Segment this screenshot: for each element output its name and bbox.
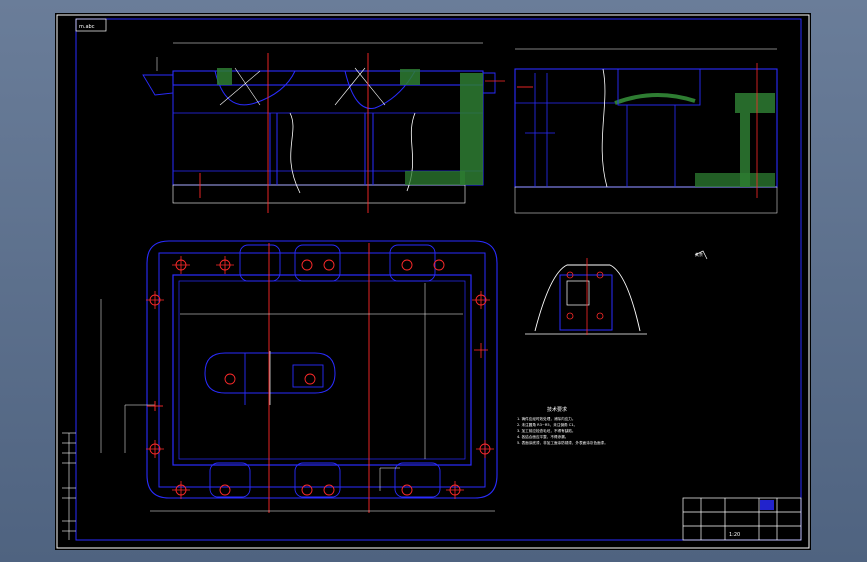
front-view [142, 42, 505, 213]
roughness-note: 其余 [695, 251, 703, 257]
note-line-2: 2. 未注圆角 R3~R5，未注倒角 C1。 [517, 422, 577, 427]
drawing-sheet: m.abc [55, 13, 811, 550]
left-margin-table [62, 432, 76, 540]
note-line-1: 1. 铸件应经时效处理，消除内应力。 [517, 416, 575, 421]
tag-text: m.abc [79, 24, 95, 30]
title-block-logo [760, 500, 774, 510]
inner-frame [75, 18, 802, 541]
detail-view [525, 250, 708, 335]
plan-view [100, 240, 498, 513]
note-line-5: 5. 表面涂底漆，非加工面涂防锈漆，外表面涂灰色面漆。 [517, 440, 608, 445]
tag-box [75, 18, 107, 32]
note-line-3: 3. 加工前应检查毛坯，不得有缺陷。 [517, 428, 575, 433]
outer-border [56, 14, 810, 549]
drawing-canvas: m.abc [56, 14, 810, 549]
scale-label: 1:20 [729, 532, 740, 538]
note-line-4: 4. 各结合面应平整，不得渗漏。 [517, 434, 568, 439]
side-view [514, 48, 778, 214]
technical-notes: 技术要求 1. 铸件应经时效处理，消除内应力。 2. 未注圆角 R3~R5，未注… [517, 406, 608, 445]
title-block [682, 497, 802, 541]
notes-title: 技术要求 [547, 406, 567, 413]
